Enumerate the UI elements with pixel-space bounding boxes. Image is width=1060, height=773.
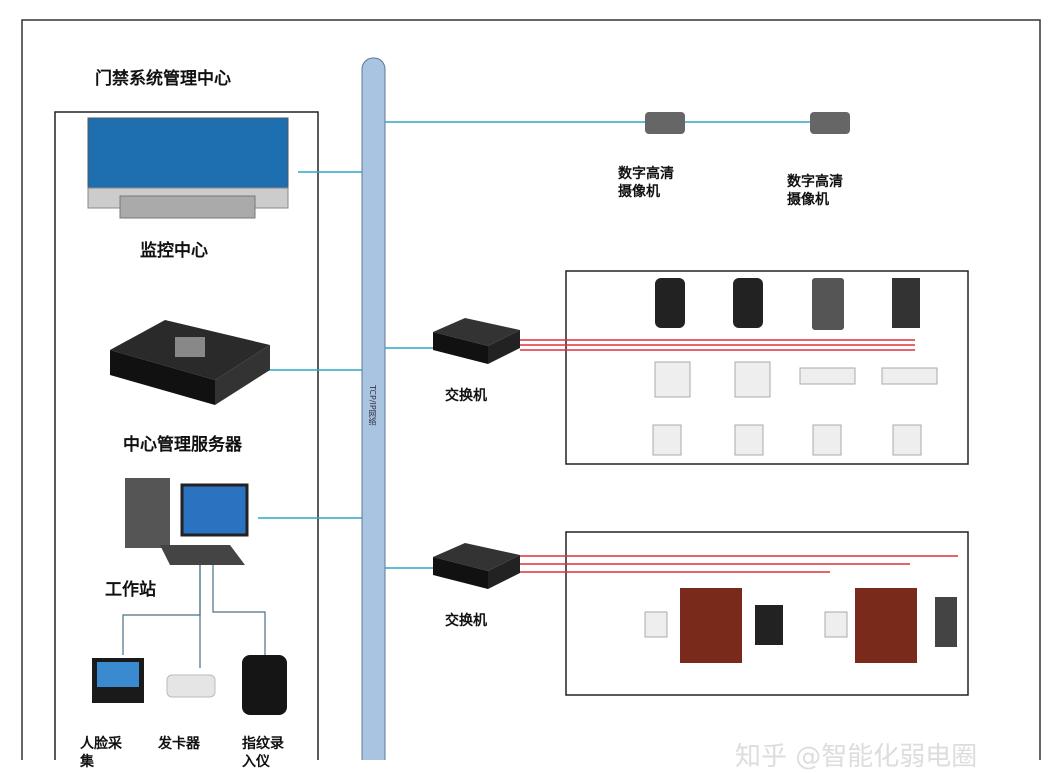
network-bus-label: TCP/IP网络 <box>368 385 377 426</box>
monitor-wall-icon <box>87 117 289 219</box>
monitor-center-label: 监控中心 <box>140 241 208 261</box>
workstation-links <box>122 565 266 668</box>
camera-icons <box>645 112 850 134</box>
switch-label: 交换机 <box>445 613 487 629</box>
door-icon <box>680 588 742 663</box>
server-icon <box>110 320 270 405</box>
watermark: 知乎 @智能化弱电圈 <box>735 742 978 772</box>
camera-icon <box>645 112 685 134</box>
outer-frame <box>21 19 1041 760</box>
network-links <box>258 121 830 569</box>
switch-label: 交换机 <box>445 388 487 404</box>
power-lines-1 <box>520 339 915 351</box>
card-issuer-label: 发卡器 <box>158 736 200 752</box>
camera-label: 数字高清 摄像机 <box>618 166 674 200</box>
server-label: 中心管理服务器 <box>123 435 242 455</box>
controllers-1 <box>652 361 938 456</box>
camera-label: 数字高清 摄像机 <box>787 174 843 208</box>
page-title: 门禁系统管理中心 <box>95 69 231 89</box>
access-group-2-box <box>565 531 969 696</box>
camera-icon <box>810 112 850 134</box>
door-icon <box>855 588 917 663</box>
switch-icon <box>433 318 520 364</box>
fingerprint-enroller-icon <box>242 655 287 715</box>
switch-icon <box>433 543 520 589</box>
card-readers-1 <box>655 278 920 330</box>
fingerprint-enroller-label: 指纹录入仪 <box>242 736 284 770</box>
access-group-1-box <box>565 270 969 465</box>
management-center-box <box>54 111 319 760</box>
network-bus <box>361 57 386 760</box>
card-issuer-icon <box>166 674 216 698</box>
power-lines-2 <box>520 555 958 573</box>
doors-2 <box>644 588 957 663</box>
face-capture-label: 人脸采集 <box>80 736 122 770</box>
workstation-icon <box>125 478 249 565</box>
workstation-label: 工作站 <box>105 580 156 600</box>
face-capture-screen <box>97 662 139 687</box>
